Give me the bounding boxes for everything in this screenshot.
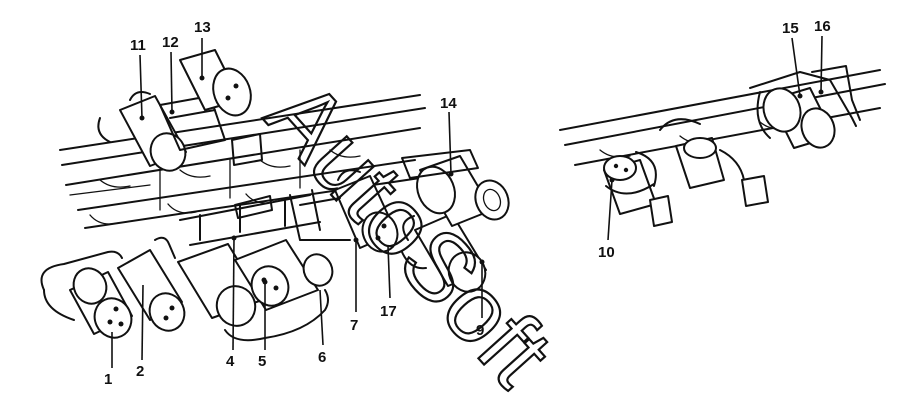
reservoir-17	[289, 169, 399, 253]
callout-label: 7	[350, 317, 358, 334]
callout-label: 9	[476, 322, 484, 339]
callout-label: 1	[104, 371, 112, 388]
callout-11: 11	[130, 37, 146, 121]
callout-17: 17	[380, 245, 397, 320]
callout-6: 6	[318, 289, 326, 366]
reservoir-9	[401, 213, 487, 293]
callout-label: 4	[226, 353, 235, 370]
callout-12: 12	[162, 34, 179, 115]
callout-label: 11	[130, 37, 146, 54]
callout-14: 14	[440, 95, 457, 177]
reservoir-11-12-13	[97, 49, 263, 172]
reservoir-15-16	[749, 65, 861, 149]
callout-16: 16	[814, 18, 831, 95]
reservoir-4-5	[177, 194, 334, 342]
callout-15: 15	[782, 20, 803, 99]
reservoir-2	[117, 236, 186, 332]
callout-label: 17	[380, 303, 397, 320]
callout-10: 10	[598, 177, 615, 261]
callout-label: 15	[782, 20, 799, 37]
callout-label: 16	[814, 18, 831, 35]
callout-label: 6	[318, 349, 326, 366]
callout-4: 4	[226, 235, 237, 370]
callout-label: 13	[194, 19, 211, 36]
callout-label: 2	[136, 363, 144, 380]
callout-label: 10	[598, 244, 615, 261]
reservoir-1	[40, 250, 133, 339]
watermark: AutoSoft	[246, 60, 572, 402]
callout-7: 7	[350, 237, 359, 334]
callout-2: 2	[136, 284, 144, 380]
callout-1: 1	[104, 332, 113, 388]
callout-9: 9	[476, 259, 485, 339]
callout-label: 12	[162, 34, 179, 51]
callout-label: 5	[258, 353, 266, 370]
reservoir-10	[603, 118, 769, 227]
reservoir-14	[401, 149, 510, 227]
callout-label: 14	[440, 95, 457, 112]
callout-5: 5	[258, 279, 268, 370]
callout-13: 13	[194, 19, 211, 81]
